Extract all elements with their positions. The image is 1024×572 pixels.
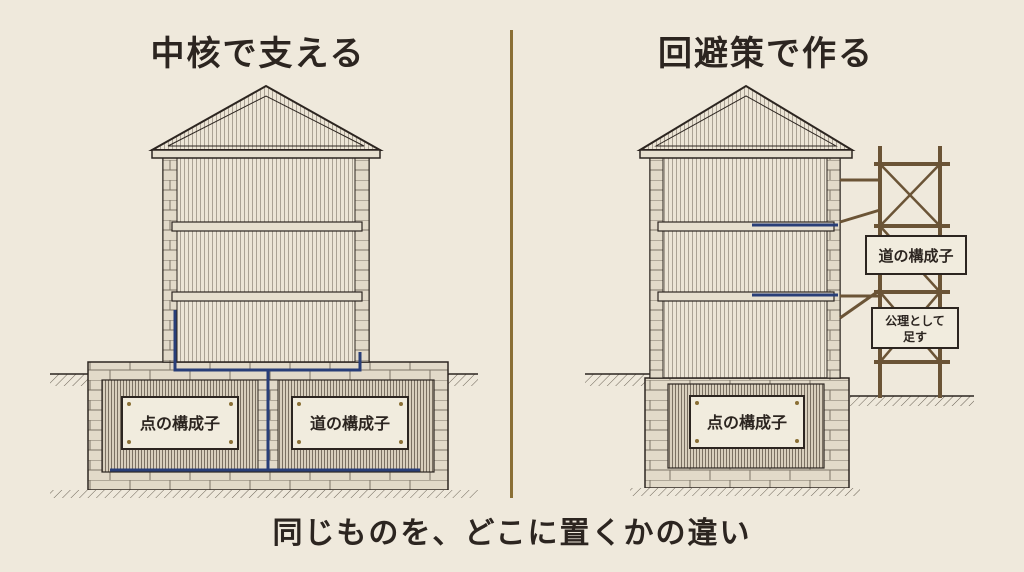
left-core-pipes — [110, 310, 420, 472]
left-plaque-point-text: 点の構成子 — [140, 414, 220, 433]
bottom-caption: 同じものを、どこに置くかの違い — [272, 516, 752, 551]
sign-axiom-line1: 公理として — [885, 314, 945, 328]
sign-path-text: 道の構成子 — [878, 247, 953, 265]
left-basement-plaque-point: 点の構成子 — [121, 396, 239, 450]
right-basement-plaque-point: 点の構成子 — [689, 395, 805, 449]
scaffold-sign-path: 道の構成子 — [865, 235, 967, 275]
panel-divider — [510, 30, 513, 498]
right-plaque-point-text: 点の構成子 — [707, 413, 787, 432]
left-plaque-path-text: 道の構成子 — [310, 414, 390, 433]
scaffold-sign-axiom: 公理として 足す — [871, 307, 959, 349]
left-basement-plaque-path: 道の構成子 — [291, 396, 409, 450]
right-panel-title: 回避策で作る — [658, 34, 874, 74]
left-panel-title: 中核で支える — [150, 34, 366, 74]
left-house: 点の構成子 道の構成子 — [50, 84, 478, 498]
sign-axiom-line2: 足す — [903, 330, 927, 344]
right-house: 点の構成子 — [585, 84, 974, 496]
right-path-pipes — [752, 223, 838, 297]
